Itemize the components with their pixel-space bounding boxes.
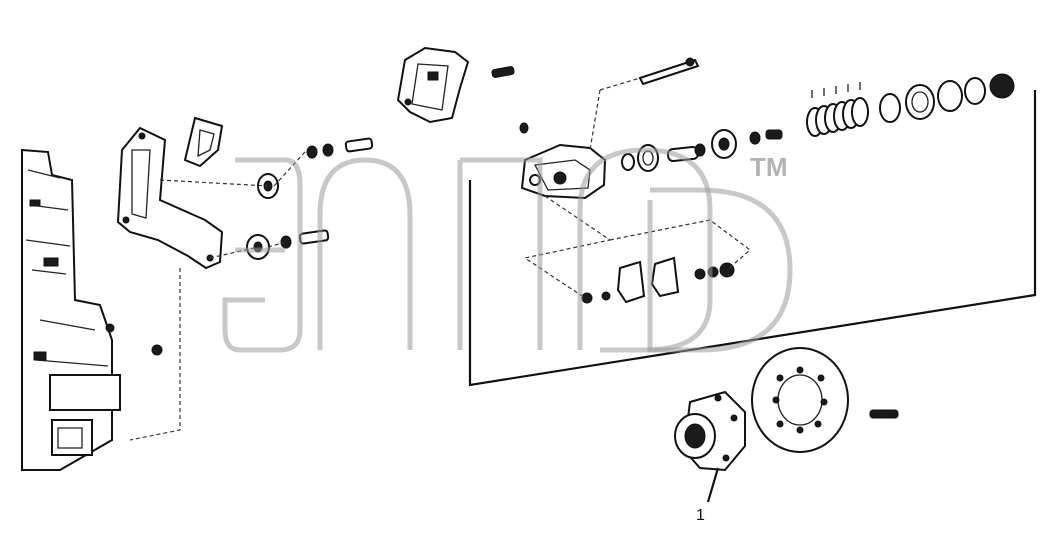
- callout-1: 1: [696, 467, 720, 524]
- callout-1-label: 1: [696, 507, 705, 524]
- assembly-guides: [129, 77, 751, 441]
- bracket-fasteners: [246, 137, 374, 260]
- engine-block: [21, 148, 163, 471]
- piston-seal-stack: [621, 73, 1015, 172]
- push-rod: [638, 57, 700, 86]
- spring-pack: [806, 82, 869, 137]
- caliper-housing: [396, 46, 515, 124]
- brake-disc: [751, 347, 899, 453]
- hub-assembly: [674, 390, 746, 472]
- small-plate: [183, 116, 224, 168]
- trademark-text: TM: [750, 152, 788, 182]
- watermark-logo: TM: [222, 147, 793, 353]
